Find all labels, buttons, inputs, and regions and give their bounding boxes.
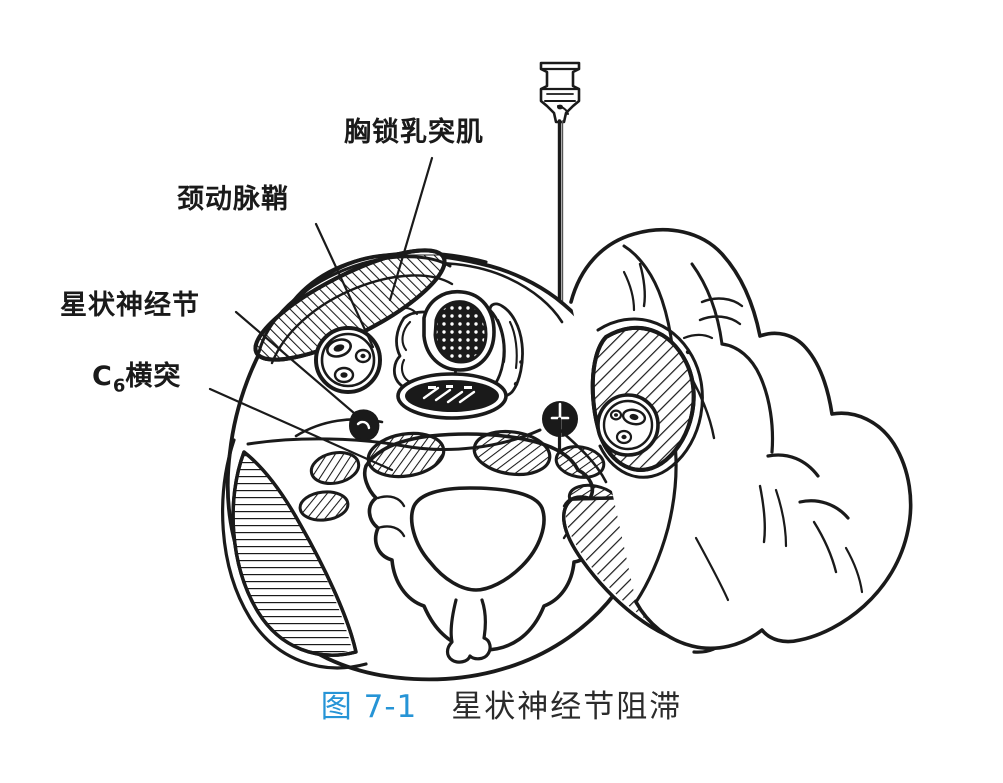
leader-carotid-sheath: [314, 222, 375, 349]
spinous-process: [445, 598, 492, 664]
right-neck-structures: [590, 317, 704, 479]
esophagus: [396, 372, 508, 420]
stellate-ganglion: [349, 409, 380, 441]
label-c6-subscript: 6: [112, 375, 126, 397]
label-carotid-sheath: 颈动脉鞘: [177, 184, 289, 215]
leader-c6-transverse-process: [208, 387, 394, 472]
label-sternocleidomastoid: 胸锁乳突肌: [344, 117, 484, 148]
label-c6-suffix: 横突: [125, 361, 182, 392]
leader-lines: [208, 156, 434, 472]
figure-caption: 图 7-1 星状神经节阻滞: [0, 690, 1003, 724]
deep-fascia-right: [558, 428, 608, 484]
thyroid-gland-right: [486, 302, 524, 398]
leader-sternocleidomastoid: [388, 156, 434, 302]
spinal-canal: [409, 486, 546, 592]
leader-stellate-ganglion: [234, 310, 363, 421]
figure-number: 图 7-1: [320, 689, 418, 725]
carotid-sheath: [314, 326, 382, 394]
prevertebral-fascia: [246, 428, 542, 451]
figure-title: 星状神经节阻滞: [451, 689, 683, 725]
needle-hub: [539, 61, 581, 124]
label-stellate-ganglion: 星状神经节: [60, 290, 200, 321]
trachea: [422, 290, 496, 372]
anterior-neck-fold: [281, 251, 488, 318]
label-c6-prefix: C: [92, 361, 113, 392]
label-c6-transverse-process: C6横突: [92, 363, 181, 395]
